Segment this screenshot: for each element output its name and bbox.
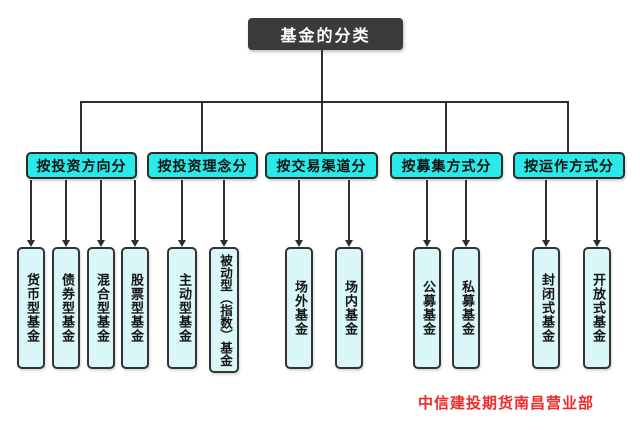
arrow-stem — [465, 180, 467, 240]
arrow-head-icon — [542, 240, 550, 247]
leaf-node-public-fund: 公募基金 — [413, 247, 441, 369]
arrow-head-icon — [178, 240, 186, 247]
arrow-head-icon — [462, 240, 470, 247]
arrow-stem — [545, 180, 547, 240]
root-node-fund-classification: 基金的分类 — [248, 18, 403, 50]
arrow-stem — [134, 180, 136, 240]
connector-drop-1 — [80, 101, 82, 152]
arrow-stem — [65, 180, 67, 240]
leaf-node-open-end-fund: 开放式基金 — [583, 247, 611, 369]
arrow-head-icon — [593, 240, 601, 247]
leaf-node-money-fund: 货币型基金 — [17, 247, 45, 369]
arrow-head-icon — [220, 240, 228, 247]
arrow-head-icon — [62, 240, 70, 247]
leaf-node-active-fund: 主动型基金 — [167, 247, 197, 369]
arrow-stem — [596, 180, 598, 240]
arrow-stem — [30, 180, 32, 240]
arrow-stem — [181, 180, 183, 240]
footer-watermark: 中信建投期货南昌营业部 — [418, 394, 595, 412]
arrow-head-icon — [27, 240, 35, 247]
arrow-stem — [348, 180, 350, 240]
leaf-node-otc-fund: 场外基金 — [285, 247, 313, 369]
category-box-investment-philosophy: 按投资理念分 — [147, 152, 258, 179]
category-box-operation-method: 按运作方式分 — [513, 152, 625, 179]
connector-drop-5 — [567, 101, 569, 152]
connector-drop-4 — [445, 101, 447, 152]
leaf-node-private-fund: 私募基金 — [452, 247, 480, 369]
arrow-head-icon — [423, 240, 431, 247]
category-box-fundraising-method: 按募集方式分 — [390, 152, 503, 179]
leaf-node-stock-fund: 股票型基金 — [121, 247, 149, 369]
arrow-head-icon — [131, 240, 139, 247]
leaf-node-closed-end-fund: 封闭式基金 — [532, 247, 560, 369]
arrow-stem — [100, 180, 102, 240]
arrow-stem — [426, 180, 428, 240]
arrow-stem — [298, 180, 300, 240]
leaf-node-hybrid-fund: 混合型基金 — [87, 247, 115, 369]
arrow-stem — [223, 180, 225, 240]
leaf-node-bond-fund: 债券型基金 — [52, 247, 80, 369]
leaf-node-exchange-fund: 场内基金 — [335, 247, 363, 369]
connector-bus — [80, 101, 569, 103]
leaf-node-passive-index-fund: 被动型（指数）基金 — [209, 247, 239, 373]
arrow-head-icon — [345, 240, 353, 247]
arrow-head-icon — [97, 240, 105, 247]
category-box-investment-direction: 按投资方向分 — [26, 152, 137, 179]
arrow-head-icon — [295, 240, 303, 247]
connector-drop-2 — [201, 101, 203, 152]
category-box-trading-channel: 按交易渠道分 — [265, 152, 378, 179]
